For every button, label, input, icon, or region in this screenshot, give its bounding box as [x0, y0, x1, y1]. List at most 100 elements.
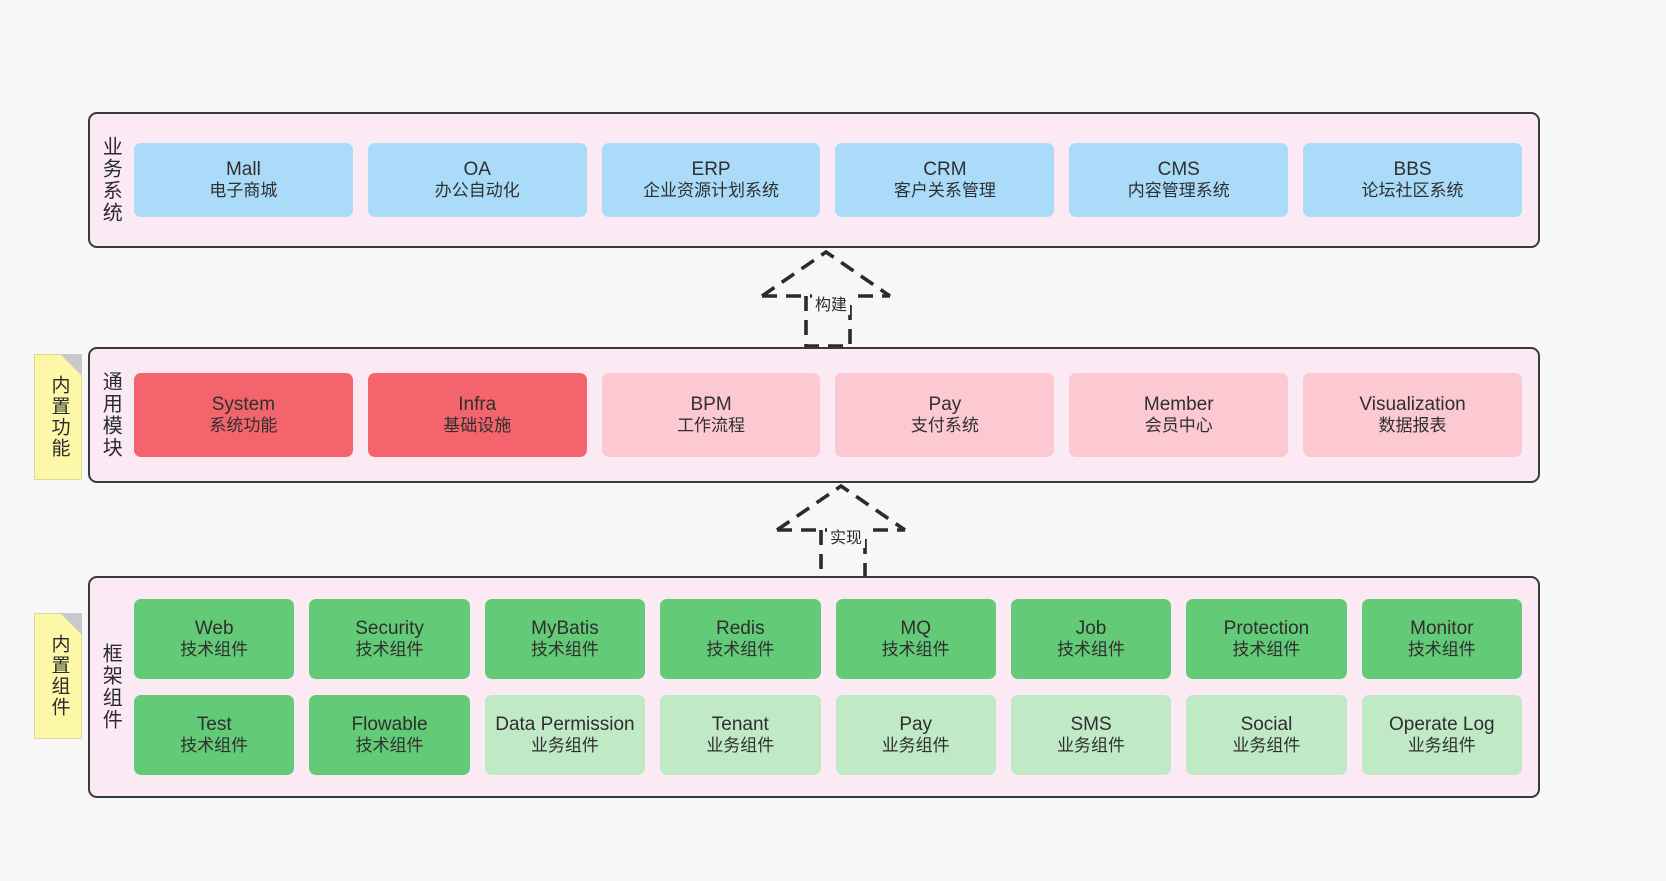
card-row: Web 技术组件 Security 技术组件 MyBatis 技术组件 Redi…	[134, 599, 1522, 679]
layer-body-common-modules: System 系统功能 Infra 基础设施 BPM 工作流程 Pay 支付系统…	[130, 349, 1538, 481]
card-subtitle: 技术组件	[180, 640, 249, 660]
card-subtitle: 电子商城	[209, 181, 278, 201]
card-job[interactable]: Job 技术组件	[1010, 599, 1172, 679]
card-subtitle: 内容管理系统	[1127, 181, 1230, 201]
card-subtitle: 论坛社区系统	[1361, 181, 1464, 201]
card-monitor[interactable]: Monitor 技术组件	[1361, 599, 1522, 679]
card-title: Data Permission	[495, 714, 635, 736]
card-subtitle: 技术组件	[1407, 640, 1476, 660]
card-title: Operate Log	[1388, 714, 1495, 736]
connector-implement-label: 实现	[827, 524, 866, 548]
layer-title-common-modules: 通用模块	[99, 371, 122, 459]
card-mq[interactable]: MQ 技术组件	[835, 599, 996, 679]
card-title: Redis	[716, 618, 765, 640]
card-subtitle: 客户关系管理	[893, 181, 996, 201]
card-subtitle: 技术组件	[1232, 640, 1301, 660]
card-pay-component[interactable]: Pay 业务组件	[835, 695, 996, 775]
layer-title-business-systems: 业务系统	[99, 136, 122, 224]
card-pay-module[interactable]: Pay 支付系统	[835, 373, 1055, 457]
card-title: CMS	[1157, 159, 1200, 181]
card-bbs[interactable]: BBS 论坛社区系统	[1303, 143, 1522, 217]
card-subtitle: 技术组件	[706, 640, 775, 660]
card-title: SMS	[1070, 714, 1112, 736]
card-operate-log[interactable]: Operate Log 业务组件	[1361, 695, 1522, 775]
layer-body-business-systems: Mall 电子商城 OA 办公自动化 ERP 企业资源计划系统 CRM 客户关系…	[130, 114, 1538, 246]
connector-build-label: 构建	[812, 291, 851, 315]
card-title: Security	[355, 618, 424, 640]
layer-business-systems: 业务系统 Mall 电子商城 OA 办公自动化 ERP 企业资源计划系统 CRM…	[88, 112, 1540, 248]
card-title: Flowable	[351, 714, 428, 736]
card-subtitle: 技术组件	[1057, 640, 1126, 660]
card-subtitle: 技术组件	[355, 640, 424, 660]
layer-common-modules: 通用模块 System 系统功能 Infra 基础设施 BPM 工作流程 Pay…	[88, 347, 1540, 483]
card-redis[interactable]: Redis 技术组件	[660, 599, 821, 679]
card-subtitle: 业务组件	[1057, 736, 1126, 756]
card-subtitle: 企业资源计划系统	[643, 181, 780, 201]
card-title: Protection	[1223, 618, 1310, 640]
card-title: Job	[1075, 618, 1107, 640]
card-subtitle: 技术组件	[355, 736, 424, 756]
note-label: 内置组件	[48, 634, 70, 718]
note-builtin-functions: 内置功能	[34, 354, 82, 480]
card-subtitle: 基础设施	[443, 416, 512, 436]
card-title: Pay	[928, 394, 962, 416]
card-row: Test 技术组件 Flowable 技术组件 Data Permission …	[134, 695, 1522, 775]
layer-title-framework-components: 框架组件	[99, 643, 122, 731]
card-row: Mall 电子商城 OA 办公自动化 ERP 企业资源计划系统 CRM 客户关系…	[134, 143, 1522, 217]
card-subtitle: 数据报表	[1378, 416, 1447, 436]
card-subtitle: 会员中心	[1144, 416, 1213, 436]
card-title: Infra	[458, 394, 497, 416]
card-title: Mall	[225, 159, 261, 181]
card-title: Web	[194, 618, 234, 640]
card-subtitle: 工作流程	[677, 416, 746, 436]
card-subtitle: 支付系统	[910, 416, 979, 436]
card-tenant[interactable]: Tenant 业务组件	[660, 695, 821, 775]
card-title: Social	[1240, 714, 1293, 736]
card-social[interactable]: Social 业务组件	[1186, 695, 1347, 775]
card-crm[interactable]: CRM 客户关系管理	[835, 143, 1055, 217]
card-title: CRM	[923, 159, 967, 181]
card-cms[interactable]: CMS 内容管理系统	[1069, 143, 1289, 217]
layer-framework-components: 框架组件 Web 技术组件 Security 技术组件 MyBatis 技术组件…	[88, 576, 1540, 798]
card-bpm[interactable]: BPM 工作流程	[601, 373, 821, 457]
card-title: Member	[1143, 394, 1214, 416]
card-title: MQ	[900, 618, 931, 640]
card-title: Monitor	[1410, 618, 1474, 640]
card-oa[interactable]: OA 办公自动化	[367, 143, 587, 217]
card-subtitle: 业务组件	[706, 736, 775, 756]
card-title: BPM	[690, 394, 732, 416]
card-title: Visualization	[1359, 394, 1466, 416]
card-system[interactable]: System 系统功能	[134, 373, 353, 457]
card-member[interactable]: Member 会员中心	[1069, 373, 1289, 457]
card-security[interactable]: Security 技术组件	[309, 599, 470, 679]
card-flowable[interactable]: Flowable 技术组件	[309, 695, 470, 775]
card-erp[interactable]: ERP 企业资源计划系统	[601, 143, 821, 217]
note-builtin-components: 内置组件	[34, 613, 82, 739]
card-subtitle: 业务组件	[1407, 736, 1476, 756]
card-subtitle: 技术组件	[530, 640, 599, 660]
card-title: System	[211, 394, 276, 416]
card-title: Test	[196, 714, 232, 736]
card-subtitle: 技术组件	[180, 736, 249, 756]
card-title: Tenant	[711, 714, 769, 736]
card-title: BBS	[1393, 159, 1432, 181]
card-data-permission[interactable]: Data Permission 业务组件	[484, 695, 646, 775]
card-sms[interactable]: SMS 业务组件	[1010, 695, 1172, 775]
card-test[interactable]: Test 技术组件	[134, 695, 295, 775]
card-title: MyBatis	[531, 618, 599, 640]
card-mybatis[interactable]: MyBatis 技术组件	[484, 599, 646, 679]
note-label: 内置功能	[48, 375, 70, 459]
card-title: OA	[463, 159, 491, 181]
card-protection[interactable]: Protection 技术组件	[1186, 599, 1347, 679]
card-infra[interactable]: Infra 基础设施	[367, 373, 587, 457]
card-visualization[interactable]: Visualization 数据报表	[1303, 373, 1522, 457]
card-subtitle: 系统功能	[209, 416, 278, 436]
card-subtitle: 业务组件	[1232, 736, 1301, 756]
card-web[interactable]: Web 技术组件	[134, 599, 295, 679]
card-subtitle: 办公自动化	[434, 181, 520, 201]
card-subtitle: 业务组件	[881, 736, 950, 756]
card-row: System 系统功能 Infra 基础设施 BPM 工作流程 Pay 支付系统…	[134, 373, 1522, 457]
card-mall[interactable]: Mall 电子商城	[134, 143, 353, 217]
card-title: Pay	[899, 714, 933, 736]
